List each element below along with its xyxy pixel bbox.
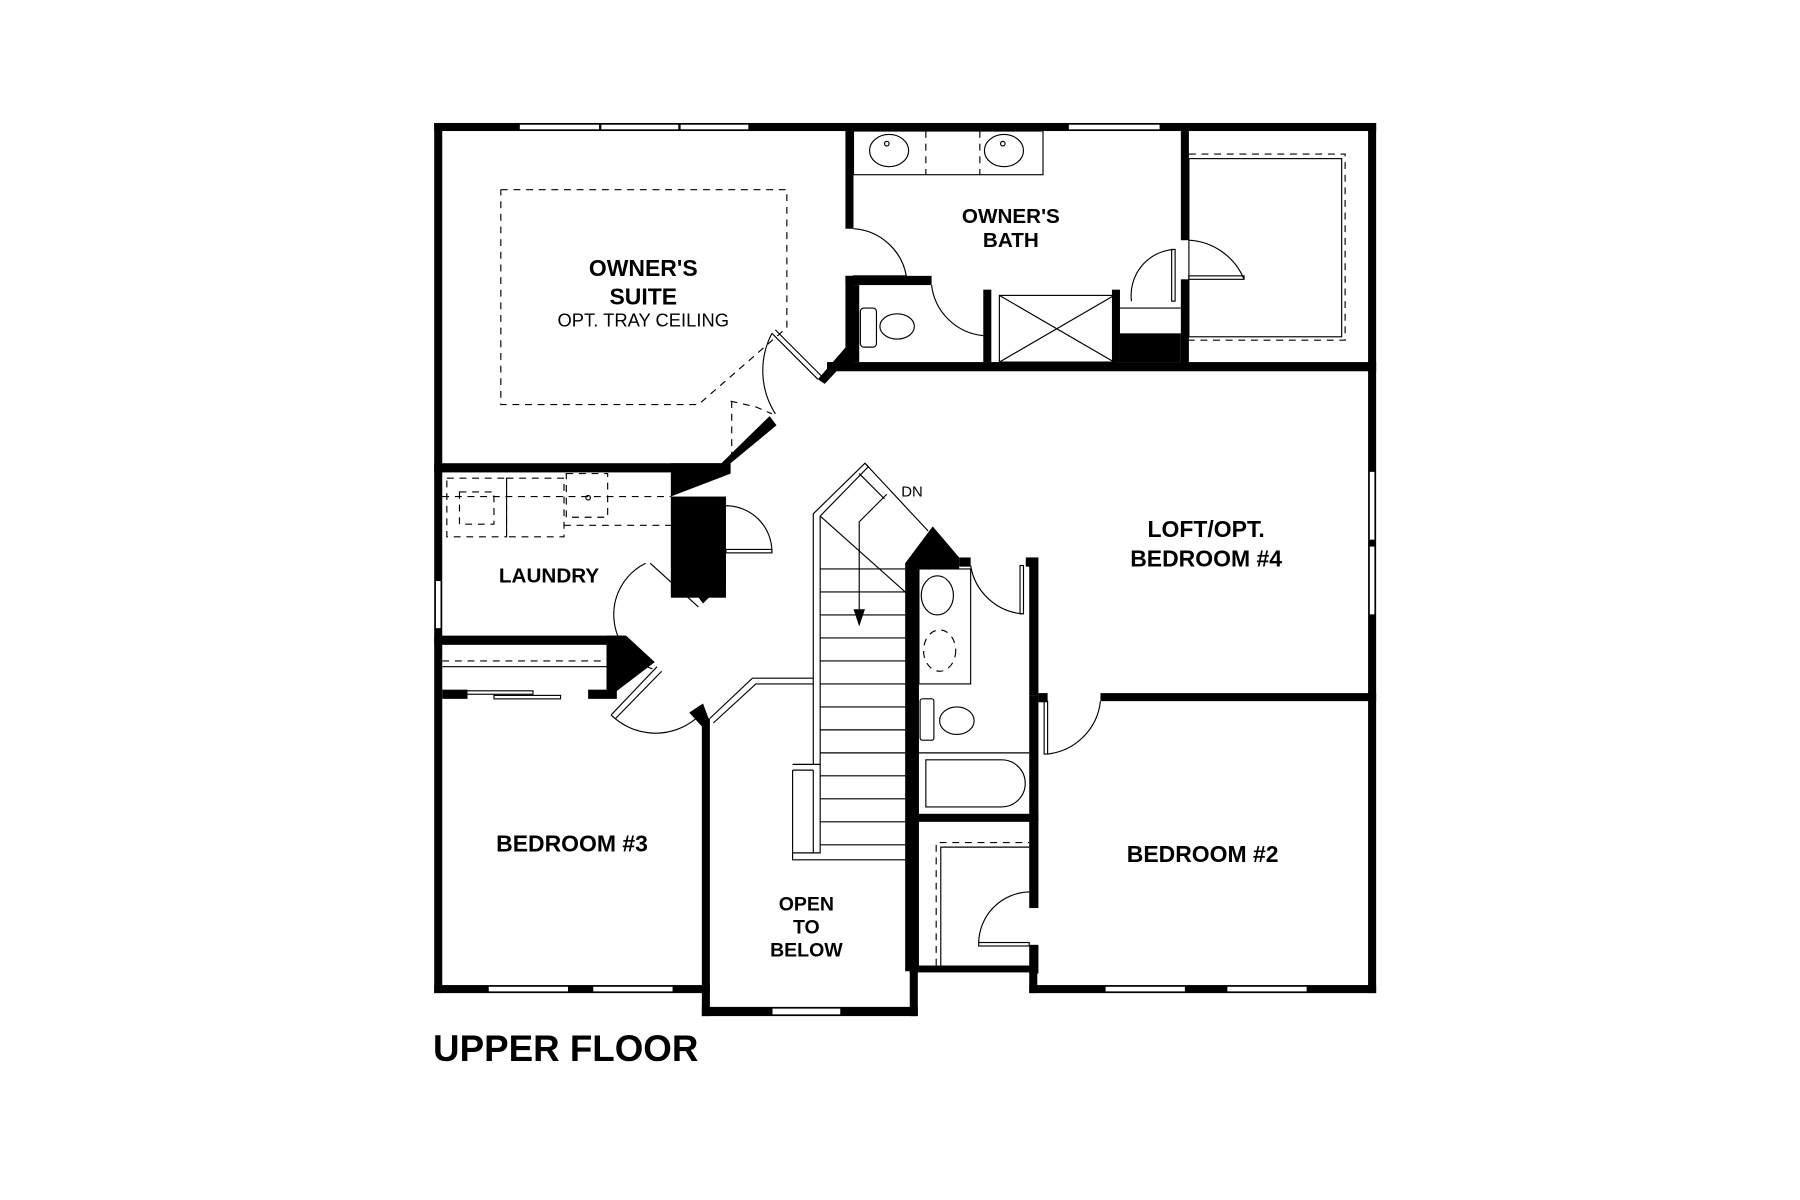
bedroom-3: BEDROOM #3	[496, 666, 710, 857]
open-label-1: OPEN	[779, 893, 834, 915]
owners-closet	[1188, 153, 1346, 341]
stairs: DN	[709, 462, 929, 861]
owners-suite-label-2: SUITE	[609, 284, 677, 310]
loft-label-2: BEDROOM #4	[1130, 546, 1282, 572]
owners-bath-label-2: BATH	[983, 229, 1039, 252]
loft-bedroom-4: LOFT/OPT. BEDROOM #4	[1038, 516, 1377, 703]
sink-icon	[920, 575, 954, 616]
floor-title: UPPER FLOOR	[433, 1028, 698, 1069]
tray-ceiling-note: OPT. TRAY CEILING	[558, 309, 729, 330]
sink-icon	[983, 133, 1025, 168]
laundry-label: LAUNDRY	[499, 565, 599, 588]
hall-bath	[905, 526, 1039, 972]
owners-bath: OWNER'S BATH	[827, 130, 1377, 372]
bedroom-2-label: BEDROOM #2	[1127, 841, 1279, 867]
windows	[434, 123, 1376, 1016]
open-to-below: OPEN TO BELOW	[770, 893, 843, 961]
loft-label: LOFT/OPT.	[1147, 516, 1264, 542]
owners-bath-label: OWNER'S	[962, 205, 1060, 228]
stairs-down-label: DN	[901, 484, 923, 501]
open-label-3: BELOW	[770, 939, 843, 961]
owners-suite: OWNER'S SUITE OPT. TRAY CEILING	[434, 189, 855, 497]
sink-icon	[868, 133, 910, 168]
arrow-down-icon	[853, 609, 865, 627]
open-label-2: TO	[793, 916, 820, 938]
laundry: LAUNDRY	[434, 472, 773, 700]
owners-suite-label: OWNER'S	[589, 255, 698, 281]
bedroom-3-label: BEDROOM #3	[496, 831, 648, 857]
bedroom-2: BEDROOM #2	[935, 700, 1279, 974]
